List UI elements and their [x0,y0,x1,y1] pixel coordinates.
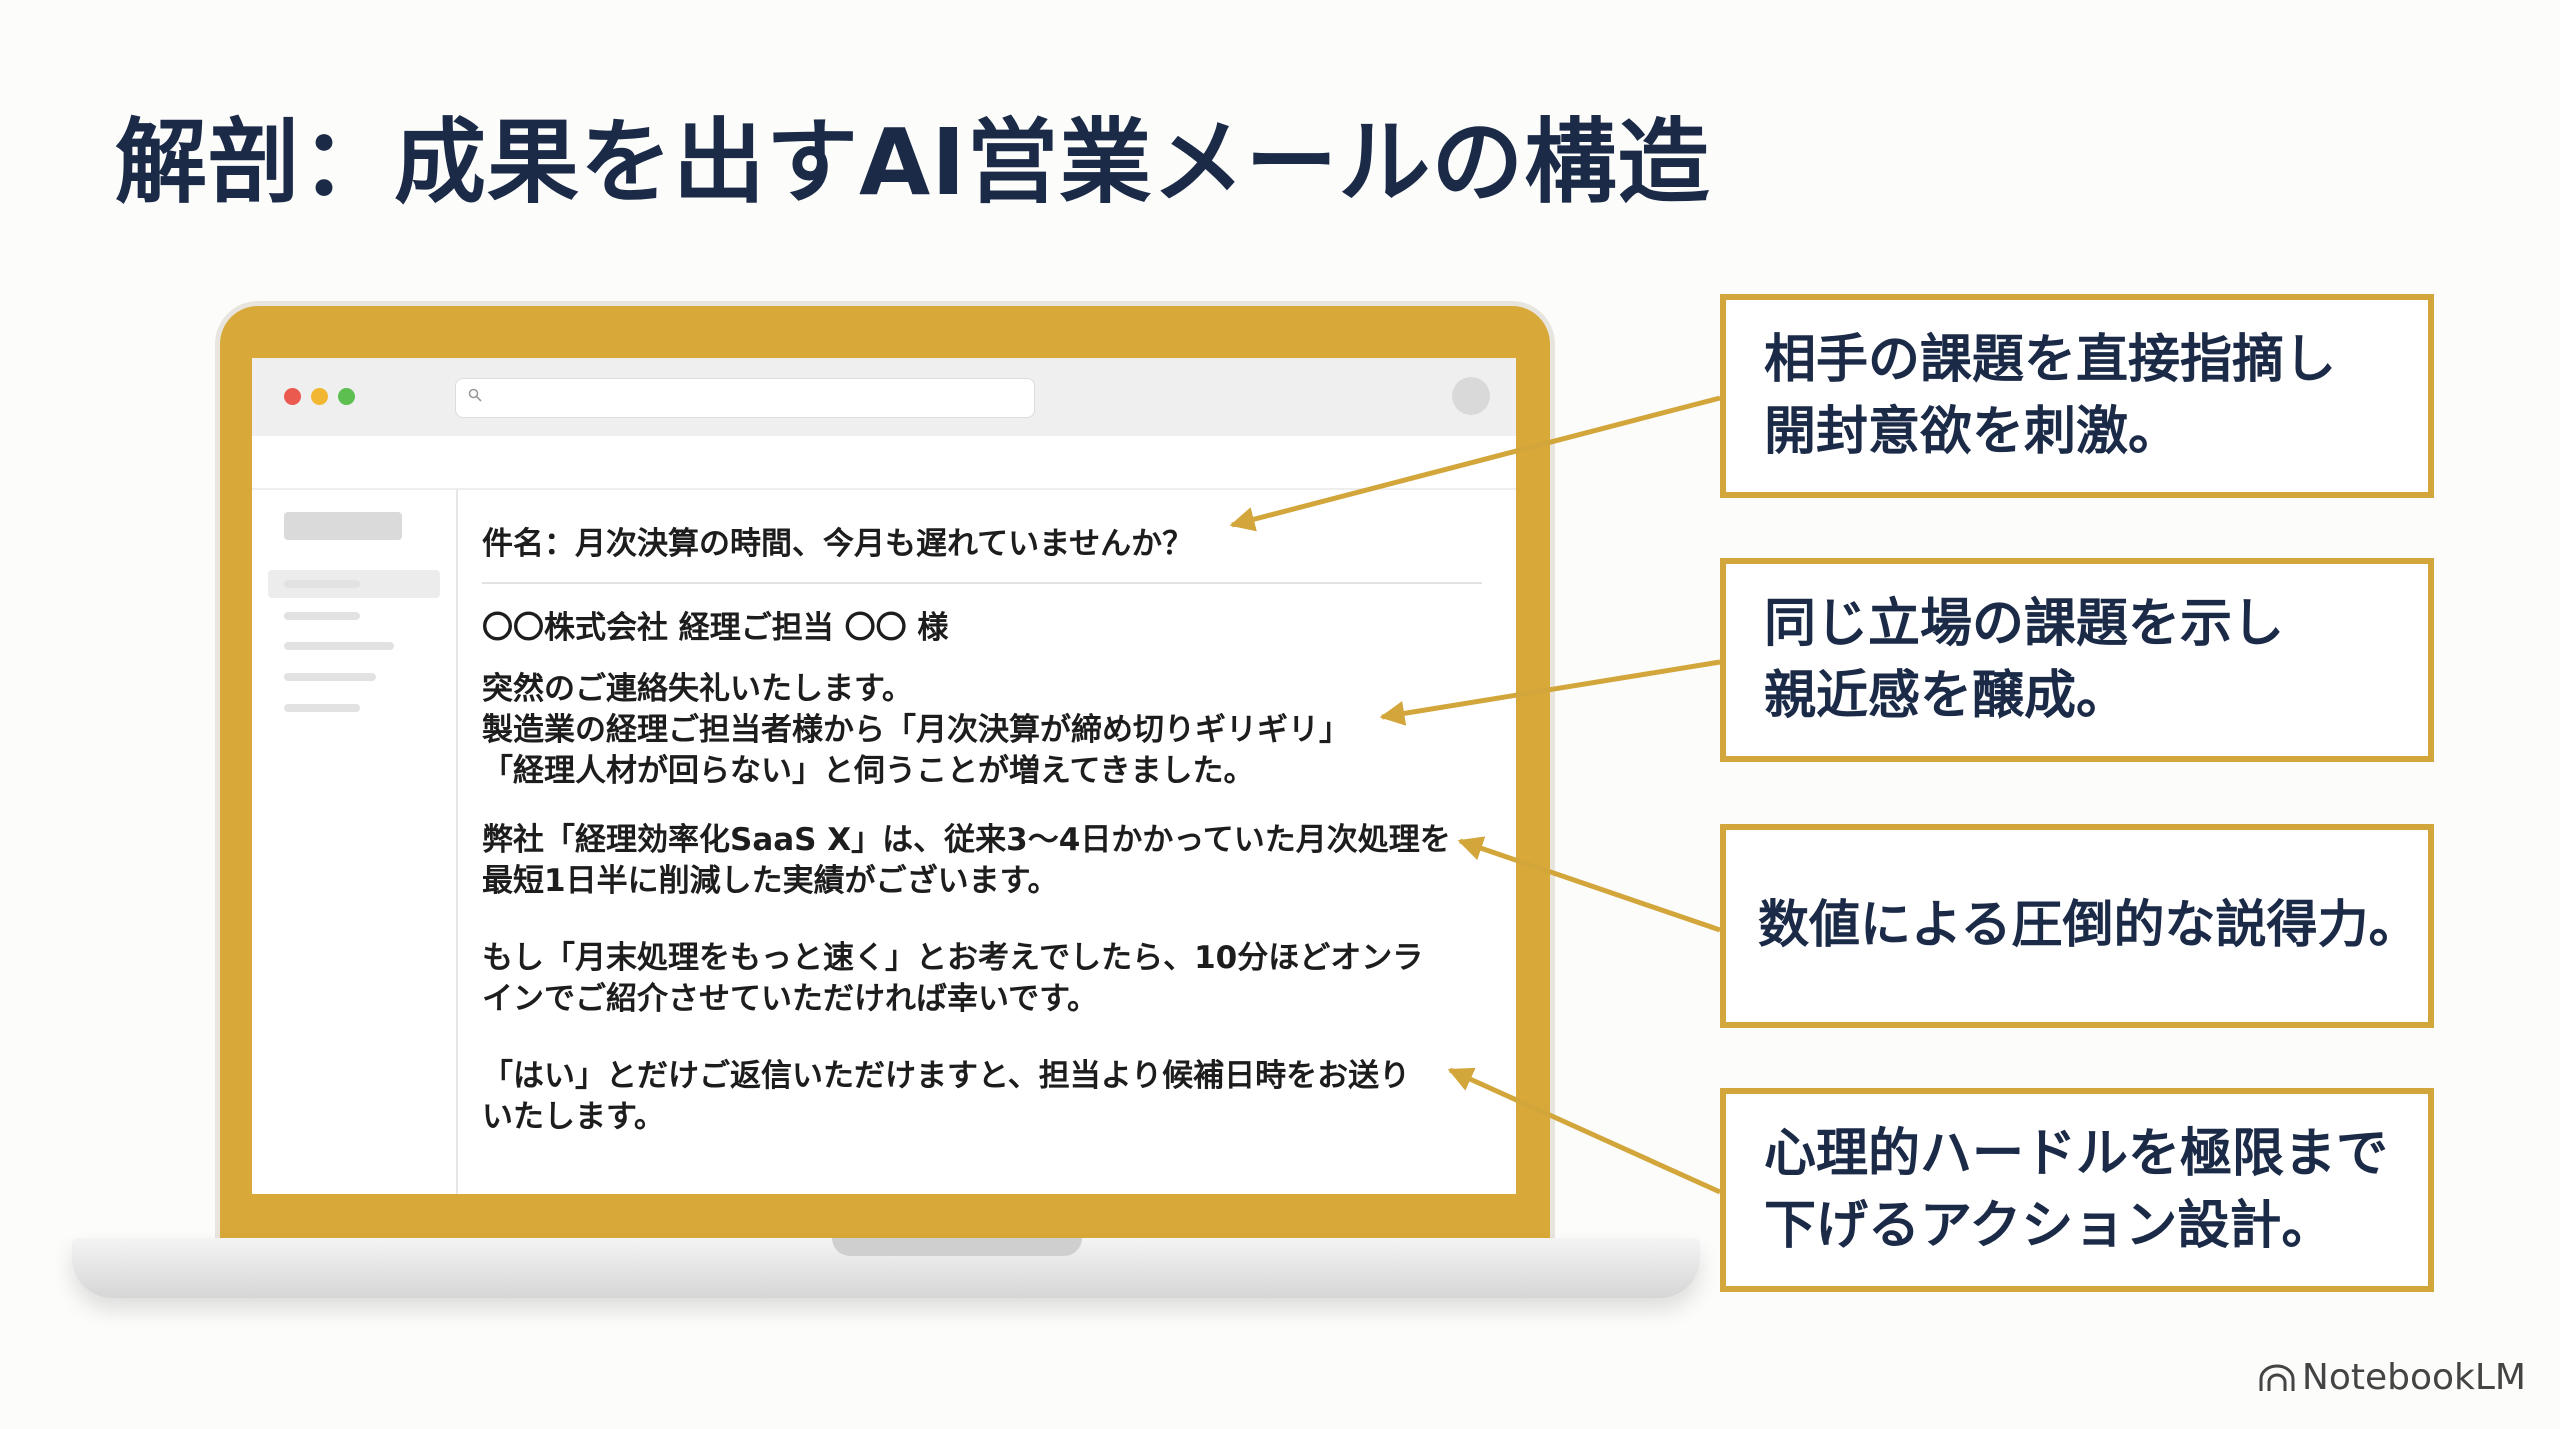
email-paragraph-intro: 突然のご連絡失礼いたします。 製造業の経理ご担当者様から「月次決算が締め切りギリ… [482,671,1350,789]
browser-toolbar [252,358,1516,436]
callout-numbers: 数値による圧倒的な説得力。 [1720,824,2434,1028]
email-body: 件名：月次決算の時間、今月も遅れていませんか？ 〇〇株式会社 経理ご担当 〇〇 … [482,524,1482,1138]
window-close-dot [284,388,301,405]
laptop-base [72,1238,1700,1298]
search-icon [468,388,482,402]
watermark-text: NotebookLM [2301,1357,2526,1398]
notebooklm-watermark: NotebookLM [2258,1357,2526,1398]
sidebar-placeholder-line [284,673,376,681]
search-bar [455,378,1035,418]
email-paragraph-proposal: もし「月末処理をもっと速く」とお考えでしたら、10分ほどオンラ インでご紹介させ… [482,940,1424,1017]
callout-action: 心理的ハードルを極限まで 下げるアクション設計。 [1720,1088,2434,1292]
callout-subject: 相手の課題を直接指摘し 開封意欲を刺激。 [1720,294,2434,498]
email-greeting: 〇〇株式会社 経理ご担当 〇〇 様 [482,610,949,646]
sidebar-placeholder-line [284,642,394,650]
laptop-screen: 件名：月次決算の時間、今月も遅れていませんか？ 〇〇株式会社 経理ご担当 〇〇 … [252,358,1516,1194]
notebooklm-logo-icon [2259,1364,2295,1391]
mail-sidebar [252,490,458,1194]
sidebar-placeholder-line [284,704,360,712]
sidebar-placeholder-block [284,512,402,540]
sidebar-placeholder-line [284,612,360,620]
window-maximize-dot [338,388,355,405]
page-title: 解剖：成果を出すAI営業メールの構造 [115,109,1711,216]
sidebar-placeholder-line [284,580,360,588]
email-subject: 件名：月次決算の時間、今月も遅れていませんか？ [482,526,1194,562]
laptop-frame: 件名：月次決算の時間、今月も遅れていませんか？ 〇〇株式会社 経理ご担当 〇〇 … [220,306,1550,1242]
window-minimize-dot [311,388,328,405]
header-divider [252,488,1516,490]
laptop-notch [832,1238,1082,1256]
callout-empathy: 同じ立場の課題を示し 親近感を醸成。 [1720,558,2434,762]
avatar [1452,377,1490,415]
email-paragraph-results: 弊社「経理効率化SaaS X」は、従来3〜4日かかっていた月次処理を 最短1日半… [482,822,1451,899]
subject-divider [482,582,1482,584]
email-paragraph-cta: 「はい」とだけご返信いただけますと、担当より候補日時をお送り いたします。 [482,1058,1411,1135]
